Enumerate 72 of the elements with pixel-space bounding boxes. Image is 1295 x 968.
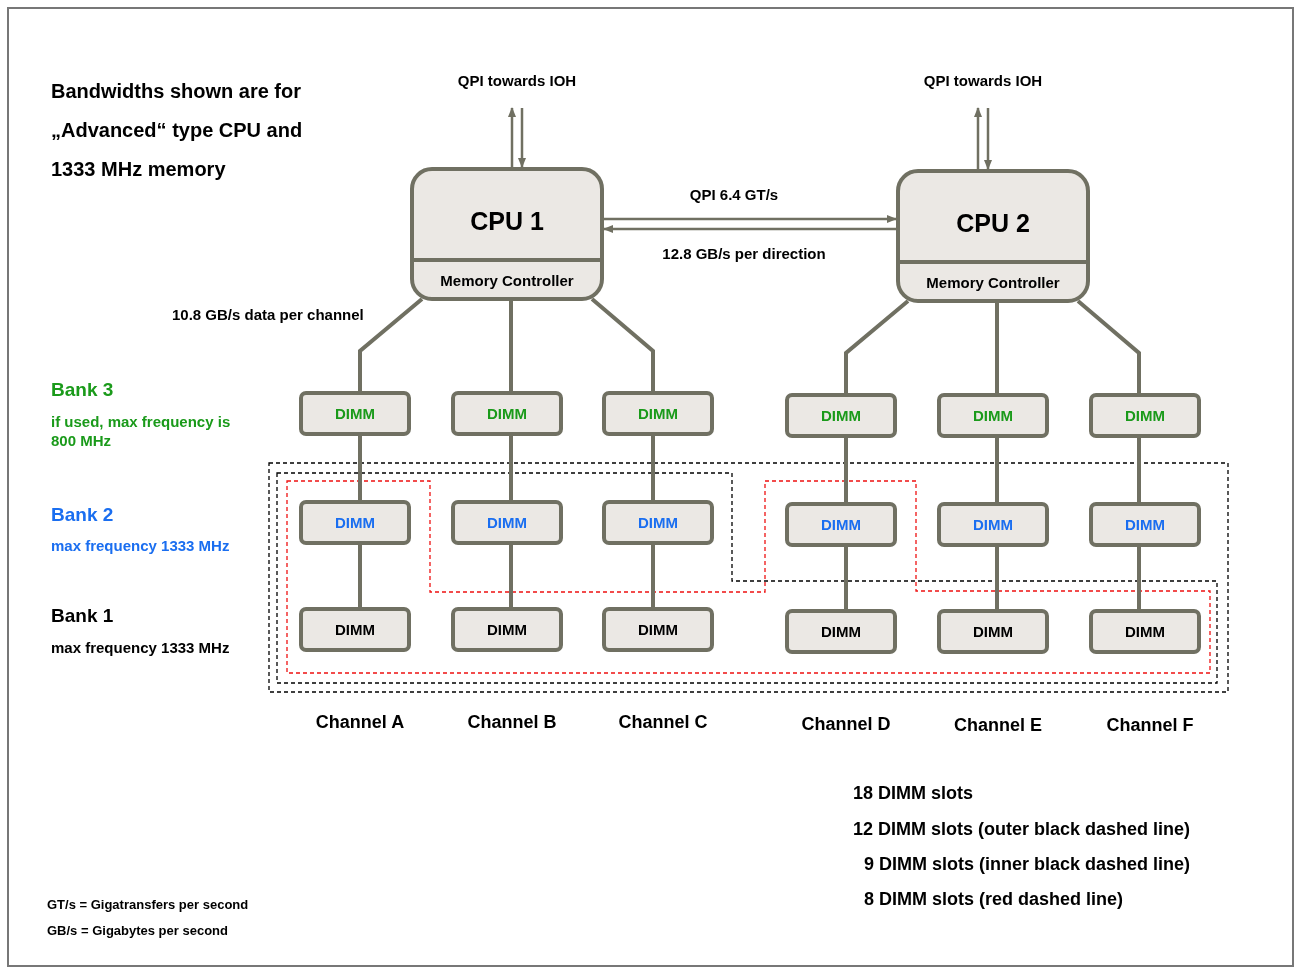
edge-label: QPI 6.4 GT/s xyxy=(688,186,780,203)
connector-line xyxy=(509,545,513,607)
dimm-box: DIMM xyxy=(451,500,563,545)
arrow xyxy=(604,215,897,223)
slot-count-text: 9 DIMM slots (inner black dashed line) xyxy=(864,853,1192,875)
connector-line xyxy=(358,545,362,607)
slot-count-text: 12 DIMM slots (outer black dashed line) xyxy=(853,818,1192,840)
footnote: GB/s = Gigabytes per second xyxy=(47,923,229,939)
node-title: CPU 2 xyxy=(955,209,1031,238)
node-label: QPI towards IOH xyxy=(906,72,1060,106)
dimm-box: DIMM xyxy=(937,393,1049,438)
dimm-box: DIMM xyxy=(937,609,1049,654)
bank-label: Bank 3 xyxy=(51,379,115,401)
channel-label: Channel D xyxy=(800,713,892,735)
connector-line xyxy=(844,438,848,502)
node-subtitle: Memory Controller xyxy=(925,274,1061,291)
arrow xyxy=(603,225,896,233)
dimm-box: DIMM xyxy=(299,500,411,545)
arrow xyxy=(974,107,982,169)
slot-count-text: 18 DIMM slots xyxy=(853,782,975,804)
node-title: CPU 1 xyxy=(469,207,545,236)
channel-label: Channel B xyxy=(466,711,558,733)
node-subtitle: Memory Controller xyxy=(439,272,575,289)
connector-line xyxy=(995,303,999,393)
dimm-box: DIMM xyxy=(602,500,714,545)
connector-line xyxy=(1137,547,1141,609)
connector-line xyxy=(1137,438,1141,502)
dimm-box: DIMM xyxy=(1089,609,1201,654)
dimm-box: DIMM xyxy=(299,607,411,652)
node-label: QPI towards IOH xyxy=(440,72,594,106)
connector-line xyxy=(509,301,513,391)
dimm-box: DIMM xyxy=(602,607,714,652)
arrow xyxy=(508,107,516,167)
channel-label: Channel F xyxy=(1105,714,1195,736)
footnote: GT/s = Gigatransfers per second xyxy=(47,897,250,913)
note-text: Bandwidths shown are for „Advanced“ type CPU and 1333 MHz memory xyxy=(51,79,304,182)
cpu-box xyxy=(410,167,604,301)
bank-note: max frequency 1333 MHz xyxy=(51,639,230,657)
dimm-box: DIMM xyxy=(299,391,411,436)
bank-note: if used, max frequency is 800 MHz xyxy=(51,412,232,450)
dimm-box: DIMM xyxy=(785,609,897,654)
dimm-box: DIMM xyxy=(937,502,1049,547)
connector-line xyxy=(358,297,424,391)
connector-line xyxy=(651,436,655,500)
connector-line xyxy=(651,545,655,607)
connector-line xyxy=(509,436,513,500)
dimm-box: DIMM xyxy=(785,393,897,438)
dimm-box: DIMM xyxy=(451,607,563,652)
connector-line xyxy=(590,297,655,391)
connector-line xyxy=(358,436,362,500)
connector-line xyxy=(995,438,999,502)
bank-label: Bank 1 xyxy=(51,605,115,627)
dimm-box: DIMM xyxy=(1089,393,1201,438)
channel-label: Channel C xyxy=(617,711,709,733)
bank-label: Bank 2 xyxy=(51,504,115,526)
bandwidth-note: 10.8 GB/s data per channel xyxy=(172,306,365,324)
edge-label: 12.8 GB/s per direction xyxy=(661,245,827,262)
dimm-box: DIMM xyxy=(1089,502,1201,547)
connector-line xyxy=(844,299,910,393)
slot-count-text: 8 DIMM slots (red dashed line) xyxy=(864,888,1125,910)
connector-line xyxy=(995,547,999,609)
arrow xyxy=(518,108,526,168)
arrow xyxy=(984,108,992,170)
channel-label: Channel E xyxy=(953,714,1043,736)
cpu-box xyxy=(896,169,1090,303)
bank-note: max frequency 1333 MHz xyxy=(51,537,230,555)
dimm-box: DIMM xyxy=(785,502,897,547)
connector-line xyxy=(844,547,848,609)
connector-line xyxy=(1076,299,1141,393)
dimm-box: DIMM xyxy=(451,391,563,436)
dimm-box: DIMM xyxy=(602,391,714,436)
channel-label: Channel A xyxy=(314,711,406,733)
